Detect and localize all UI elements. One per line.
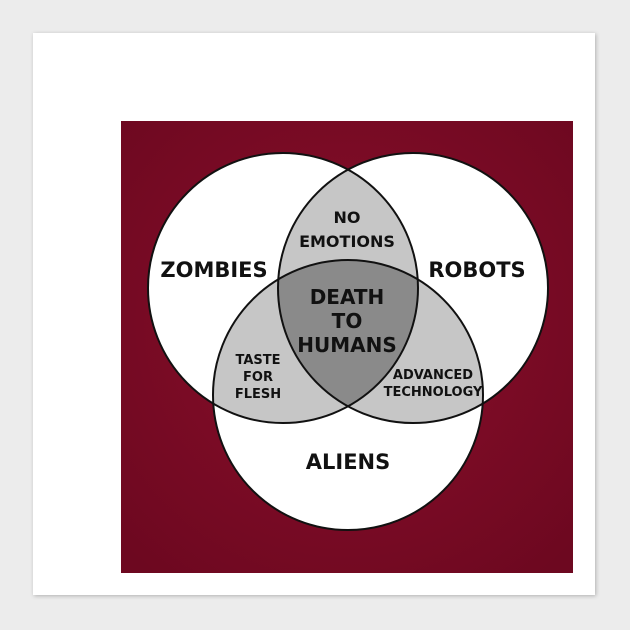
advanced-technology-line-1: ADVANCED — [393, 368, 473, 383]
venn-diagram: ZOMBIES ROBOTS ALIENS NO EMOTIONS TASTE … — [121, 121, 573, 573]
death-to-humans-line-3: HUMANS — [297, 333, 397, 357]
advanced-technology-line-2: TECHNOLOGY — [384, 385, 483, 400]
no-emotions-line-1: NO — [334, 208, 361, 227]
taste-for-flesh-line-3: FLESH — [235, 387, 281, 402]
aliens-outline — [212, 259, 484, 531]
aliens-label: ALIENS — [306, 450, 391, 474]
robots-outline — [277, 152, 549, 424]
artwork-panel: ZOMBIES ROBOTS ALIENS NO EMOTIONS TASTE … — [121, 121, 573, 573]
zombies-outline — [147, 152, 419, 424]
taste-for-flesh-line-2: FOR — [243, 370, 273, 385]
death-to-humans-line-1: DEATH — [310, 285, 385, 309]
taste-for-flesh-line-1: TASTE — [235, 353, 280, 368]
poster-frame: ZOMBIES ROBOTS ALIENS NO EMOTIONS TASTE … — [33, 33, 595, 595]
death-to-humans-line-2: TO — [332, 309, 363, 333]
robots-label: ROBOTS — [428, 258, 525, 282]
no-emotions-line-2: EMOTIONS — [299, 232, 395, 251]
zombies-label: ZOMBIES — [160, 258, 267, 282]
